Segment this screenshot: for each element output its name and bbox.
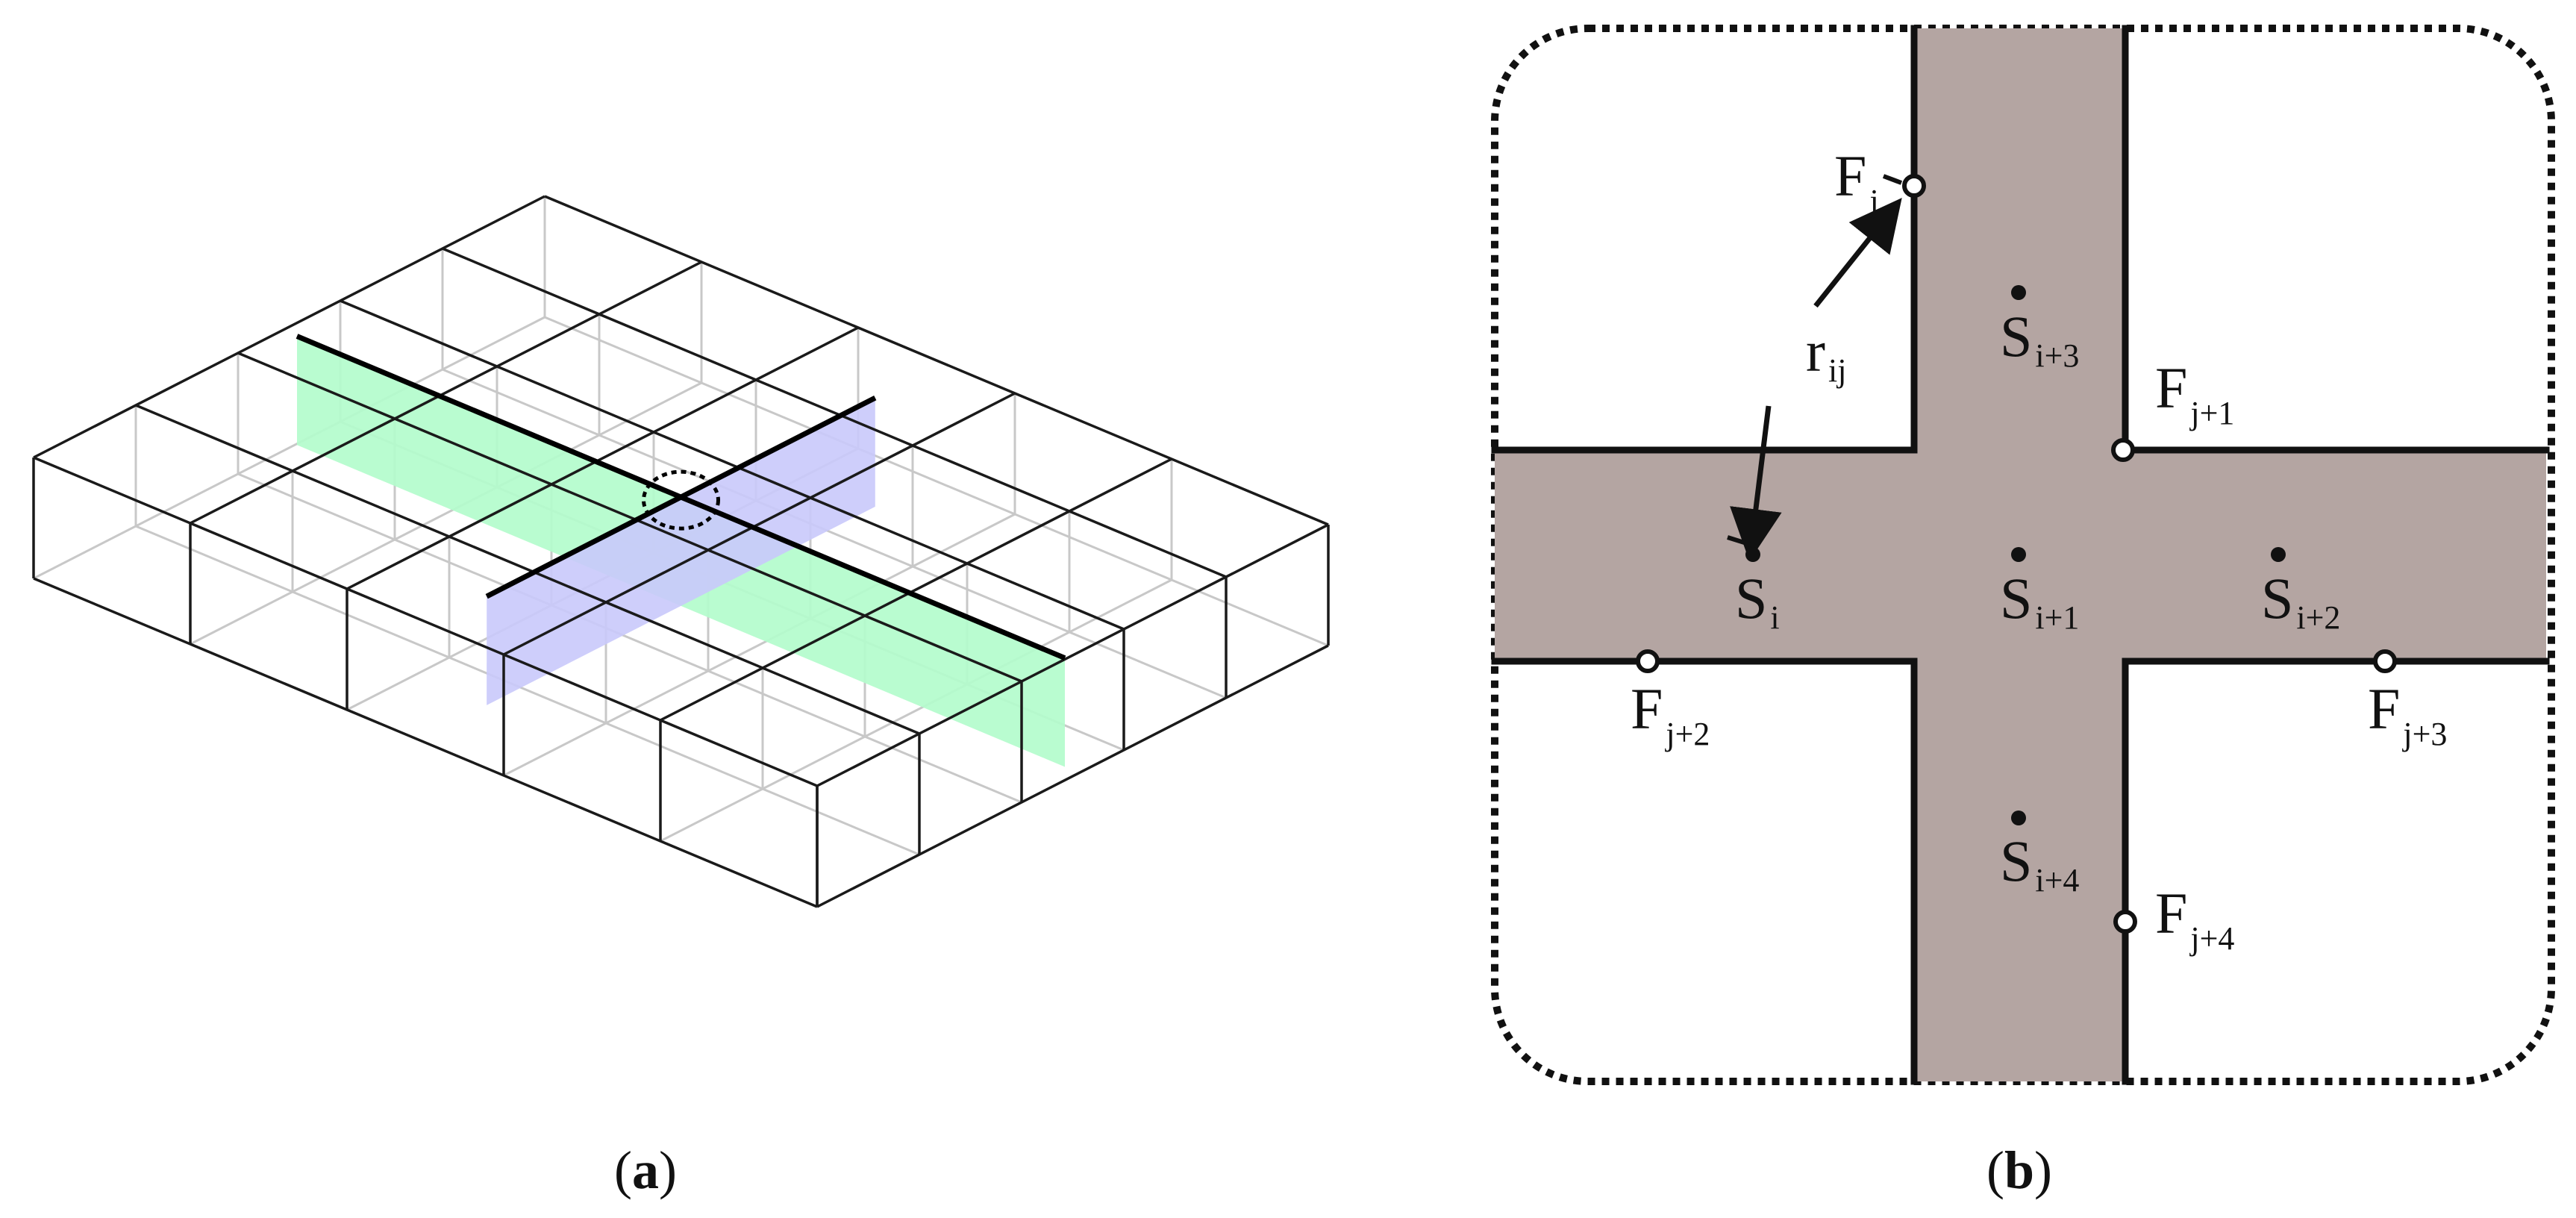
top-grid-line [816, 523, 1329, 787]
intersection-marker [642, 469, 720, 531]
fracture-edge-blue [485, 395, 877, 599]
node-Fj3 [2373, 649, 2397, 673]
label-Si1: Si+1 [2000, 566, 2079, 636]
label-Fj2: Fj+2 [1631, 676, 1710, 752]
top-grid-line [237, 352, 1022, 683]
node-Fj4 [2113, 910, 2137, 934]
label-Fj: Fj [1834, 143, 1879, 219]
hidden-bottom-edge [33, 316, 545, 580]
hidden-bottom-edge [190, 381, 702, 646]
label-Fj4: Fj+4 [2155, 881, 2234, 957]
hidden-bottom-edge [503, 513, 1016, 777]
label-Si2: Si+2 [2261, 566, 2340, 636]
hidden-bottom-edge [135, 525, 920, 856]
node-Si1 [2011, 547, 2026, 562]
top-grid-line [135, 404, 920, 735]
distance-arrow-rij [1727, 174, 1903, 561]
node-Si3 [2011, 285, 2026, 300]
node-Fj2 [1636, 649, 1660, 673]
label-rij: rij [1806, 319, 1846, 389]
top-grid-line [340, 299, 1125, 631]
top-grid-line [346, 326, 859, 590]
fracture-plane-blue [487, 398, 875, 705]
matrix-nodes [1745, 285, 2286, 825]
label-Si: Si [1735, 566, 1780, 636]
node-Si [1745, 547, 1760, 562]
top-grid-line [190, 260, 702, 525]
caption-a: (a) [614, 1140, 677, 1200]
top-grid-line [33, 195, 545, 459]
right-bottom-edge [816, 644, 1329, 908]
top-grid-line [660, 457, 1172, 722]
label-Si3: Si+3 [2000, 304, 2079, 374]
label-Si4: Si+4 [2000, 828, 2079, 899]
panel-a-3d-grid [32, 195, 1330, 908]
node-Fj1 [2111, 438, 2135, 462]
node-Si2 [2271, 547, 2286, 562]
label-Fj1: Fj+1 [2155, 355, 2234, 431]
top-grid-line [442, 247, 1227, 578]
top-grid-line [544, 195, 1329, 526]
label-Fj3: Fj+3 [2368, 676, 2447, 752]
front-bottom-edge [33, 577, 818, 908]
top-grid-line [503, 392, 1016, 656]
top-grid-line [33, 456, 818, 787]
hidden-bottom-edge [660, 578, 1172, 843]
caption-b: (b) [1986, 1140, 2052, 1200]
panel-b-cross-section: Fj Fj+1 Fj+2 Fj+3 Fj+4 Si Si+1 Si+2 Si+3… [1491, 25, 2555, 1085]
fracture-nodes [1636, 174, 2397, 934]
node-Si4 [2011, 811, 2026, 825]
node-Fj [1902, 174, 1926, 198]
